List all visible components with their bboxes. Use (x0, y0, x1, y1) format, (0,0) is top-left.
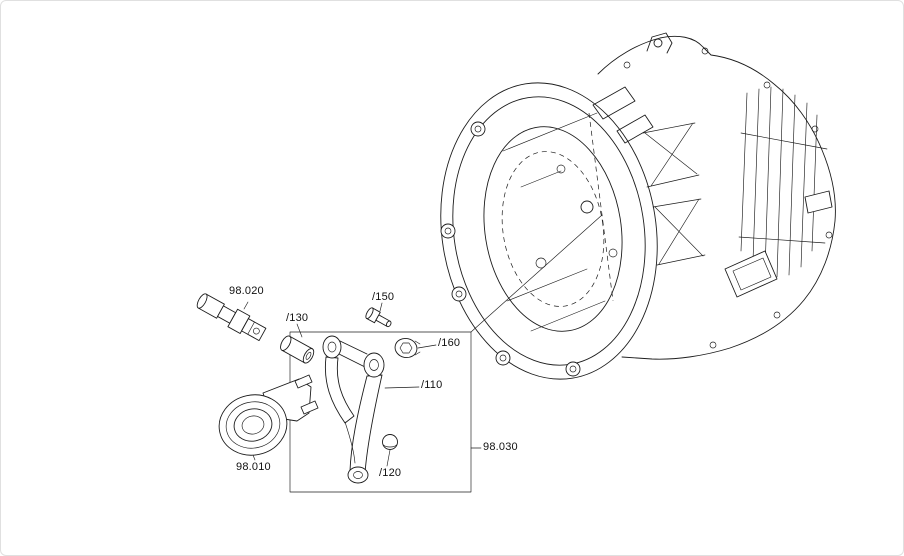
leader-to-housing (470, 214, 603, 333)
transmission-housing-drawing (440, 32, 836, 380)
release-bearing-98010-drawing (218, 374, 319, 456)
shaft-98020-drawing (196, 293, 267, 342)
label-leaders (243, 301, 482, 467)
part-label-98010: 98.010 (236, 461, 271, 473)
part-label-120: /120 (379, 467, 402, 479)
assembly-group-box (289, 214, 603, 493)
part-label-98020: 98.020 (229, 285, 264, 297)
part-label-130: /130 (286, 312, 309, 324)
flange-bolt-ears (440, 121, 581, 377)
part-label-110: /110 (421, 379, 443, 391)
part-label-150: /150 (372, 291, 395, 303)
part-label-98030: 98.030 (483, 441, 518, 453)
part-label-160: /160 (438, 337, 461, 349)
pin-150-drawing (365, 307, 392, 328)
plug-160-drawing (394, 337, 421, 359)
release-fork-110-drawing (322, 335, 385, 484)
ball-120-drawing (382, 434, 398, 450)
bushing-130-drawing (280, 335, 315, 364)
